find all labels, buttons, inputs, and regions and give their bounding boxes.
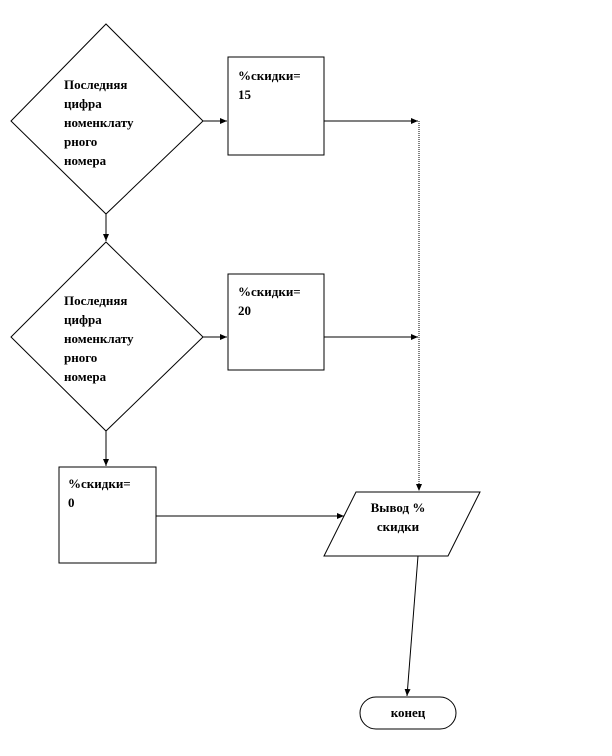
process-box-15 [227, 56, 325, 156]
decision-2-line: номера [64, 369, 107, 384]
output-text: Вывод % скидки [356, 498, 440, 536]
terminal-end-label: конец [390, 705, 426, 720]
decision-1-line: цифра [64, 96, 102, 111]
output-parallelogram [323, 491, 481, 557]
arrow-output-to-end [404, 555, 419, 697]
process-box-0 [58, 466, 157, 564]
process-15-text: %скидки= 15 [238, 66, 318, 104]
decision-1-line: рного [64, 134, 98, 149]
decision-1-line: номенклату [64, 115, 134, 130]
decision-1-line: номера [64, 153, 107, 168]
process-0-text: %скидки= 0 [68, 474, 148, 512]
decision-2-line: Последняя [64, 293, 128, 308]
output-line: скидки [376, 519, 420, 534]
output-line: Вывод % [370, 500, 426, 515]
process-20-text: %скидки= 20 [238, 282, 318, 320]
terminal-end [359, 696, 457, 730]
decision-1-text: Последняя цифра номенклату рного номера [64, 75, 160, 170]
process-15-line: 15 [238, 87, 251, 102]
decision-1-line: Последняя [64, 77, 128, 92]
decision-2-text: Последняя цифра номенклату рного номера [64, 291, 160, 386]
process-box-20 [227, 273, 325, 371]
process-15-line: %скидки= [238, 68, 301, 83]
decision-2-line: цифра [64, 312, 102, 327]
process-20-line: %скидки= [238, 284, 301, 299]
decision-2-line: номенклату [64, 331, 134, 346]
process-0-line: 0 [68, 495, 75, 510]
process-20-line: 20 [238, 303, 251, 318]
process-0-line: %скидки= [68, 476, 131, 491]
decision-2-line: рного [64, 350, 98, 365]
